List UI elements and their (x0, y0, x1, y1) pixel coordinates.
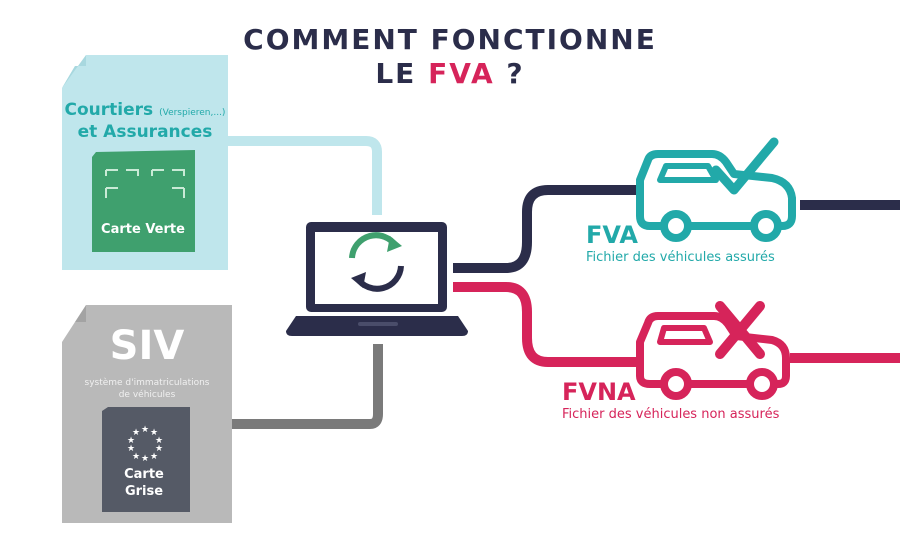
connector-siv (232, 344, 383, 429)
svg-text:★: ★ (155, 436, 163, 446)
connector-fva (453, 185, 640, 273)
title-suffix: ? (506, 57, 525, 90)
laptop-icon (286, 222, 468, 336)
courtiers-note: (Verspieren,...) (159, 108, 226, 118)
svg-text:★: ★ (155, 444, 163, 454)
fvna-abbr: FVNA (562, 378, 636, 406)
carte-grise-line1: Carte (124, 467, 164, 482)
carte-grise-card (102, 407, 190, 512)
courtiers-document (62, 55, 228, 270)
svg-text:★: ★ (127, 436, 135, 446)
fva-description: Fichier des véhicules assurés (586, 250, 775, 265)
carte-grise-label: Carte Grise (104, 466, 184, 500)
siv-description-line1: système d'immatriculations (84, 378, 210, 388)
carte-verte-label: Carte Verte (101, 222, 185, 237)
siv-document: ★ ★★ ★★ ★★ ★★ ★ (62, 305, 232, 523)
svg-text:★: ★ (141, 454, 149, 464)
connector-courtiers (228, 136, 382, 215)
title-accent: FVA (428, 57, 495, 90)
courtiers-name: Courtiers (64, 100, 154, 120)
siv-description-line2: de véhicules (118, 390, 176, 400)
svg-text:★: ★ (127, 444, 135, 454)
svg-text:★: ★ (132, 428, 140, 438)
fva-abbr: FVA (586, 221, 638, 249)
title-prefix: LE (375, 57, 417, 90)
siv-title: SIV (109, 323, 185, 369)
svg-text:★: ★ (141, 425, 149, 435)
car-cross-icon (636, 301, 790, 400)
svg-text:★: ★ (150, 452, 158, 462)
sync-icon (349, 232, 404, 292)
page-title-line1: COMMENT FONCTIONNE (243, 23, 657, 56)
fvna-description: Fichier des véhicules non assurés (562, 407, 780, 422)
car-check-icon (636, 137, 796, 242)
carte-grise-line2: Grise (124, 484, 164, 499)
svg-text:★: ★ (150, 428, 158, 438)
carte-verte-card (92, 150, 195, 252)
connector-fvna (453, 282, 640, 367)
svg-text:★: ★ (132, 452, 140, 462)
eu-stars-icon: ★ ★★ ★★ ★★ ★★ ★ (127, 425, 163, 464)
courtiers-subtitle: et Assurances (77, 122, 213, 142)
page-title-line2: LE FVA ? (0, 58, 900, 90)
courtiers-title: Courtiers (Verspieren,...) (62, 100, 228, 120)
